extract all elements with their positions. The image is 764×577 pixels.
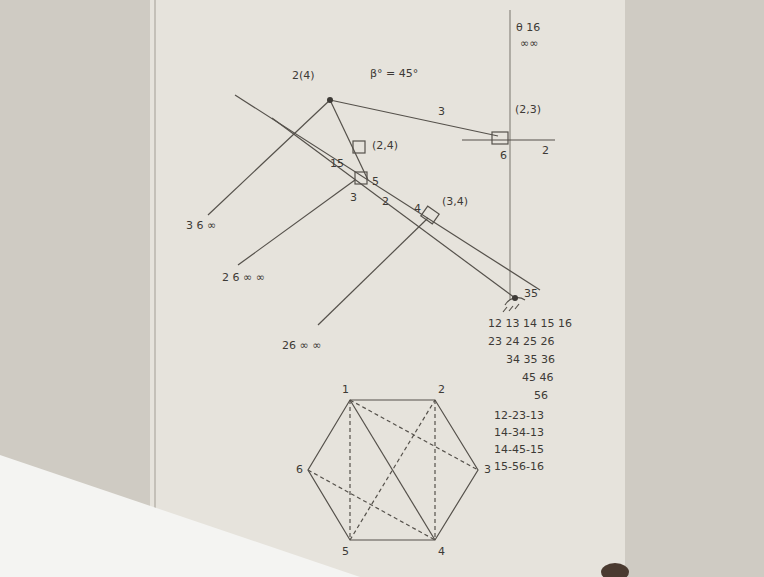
- sketch-label: 6: [500, 150, 507, 162]
- dashed-diagonal: [349, 400, 350, 540]
- slider-block: [492, 132, 508, 144]
- slider-block: [353, 141, 365, 153]
- pivot-dot: [512, 295, 518, 301]
- sketch-label: 4: [414, 203, 421, 215]
- sketch-label: (2,3): [515, 104, 541, 116]
- pole-list: 14-34-13: [494, 427, 544, 439]
- hexagon-graph: [308, 400, 478, 540]
- parallel-line: [238, 180, 355, 265]
- sketch-label: θ 16: [516, 22, 540, 34]
- solid-diagonal: [350, 400, 435, 540]
- vertex-number: 6: [296, 464, 303, 476]
- dashed-diagonal: [308, 470, 435, 540]
- pole-list: 23 24 25 26: [488, 336, 554, 348]
- pole-list: 12-23-13: [494, 410, 544, 422]
- sketch-label: β° = 45°: [370, 68, 418, 80]
- sketch-label: 2: [542, 145, 549, 157]
- diagonal-line: [272, 118, 515, 298]
- vertex-number: 3: [484, 464, 491, 476]
- sketch-label: 26 ∞ ∞: [282, 340, 321, 352]
- ruler-edge: [0, 455, 360, 577]
- vertical-guide: [509, 10, 510, 300]
- pole-list: 56: [534, 390, 548, 402]
- sketch-label: (3,4): [442, 196, 468, 208]
- pole-list: 14-45-15: [494, 444, 544, 456]
- link-line: [330, 100, 368, 180]
- link-line: [330, 100, 498, 136]
- slider-block: [421, 206, 439, 224]
- dashed-diagonal: [350, 400, 435, 540]
- sketch-label: 3: [350, 192, 357, 204]
- sketch-label: (2,4): [372, 140, 398, 152]
- ground-hatch: [509, 306, 513, 311]
- dashed-diagonal: [434, 400, 435, 540]
- ground-hatch: [503, 307, 507, 312]
- pivot-dot: [327, 97, 333, 103]
- vertex-number: 5: [342, 546, 349, 558]
- pole-list: 45 46: [522, 372, 554, 384]
- pole-list: 15-56-16: [494, 461, 544, 473]
- sketch-label: 2: [382, 196, 389, 208]
- parallel-line: [318, 218, 428, 325]
- pole-list: 12 13 14 15 16: [488, 318, 572, 330]
- sketch-label: 15: [330, 158, 344, 170]
- sketch-label: 2(4): [292, 70, 315, 82]
- vertex-number: 2: [438, 384, 445, 396]
- vertex-number: 4: [438, 546, 445, 558]
- slider-block: [355, 172, 367, 184]
- sketch-label: 3 6 ∞: [186, 220, 216, 232]
- sketch-label: ∞∞: [520, 38, 538, 50]
- sketch-label: 5: [372, 176, 379, 188]
- paper-sheet: [150, 0, 625, 577]
- sketch-label: 3: [438, 106, 445, 118]
- parallel-line: [208, 100, 330, 215]
- sketch-label: 2 6 ∞ ∞: [222, 272, 265, 284]
- paper-fold: [154, 0, 156, 577]
- finger-tip: [601, 563, 629, 577]
- ground-hatch: [515, 304, 519, 309]
- sketch-label: 35: [524, 288, 538, 300]
- vertex-number: 1: [342, 384, 349, 396]
- pole-list: 34 35 36: [506, 354, 555, 366]
